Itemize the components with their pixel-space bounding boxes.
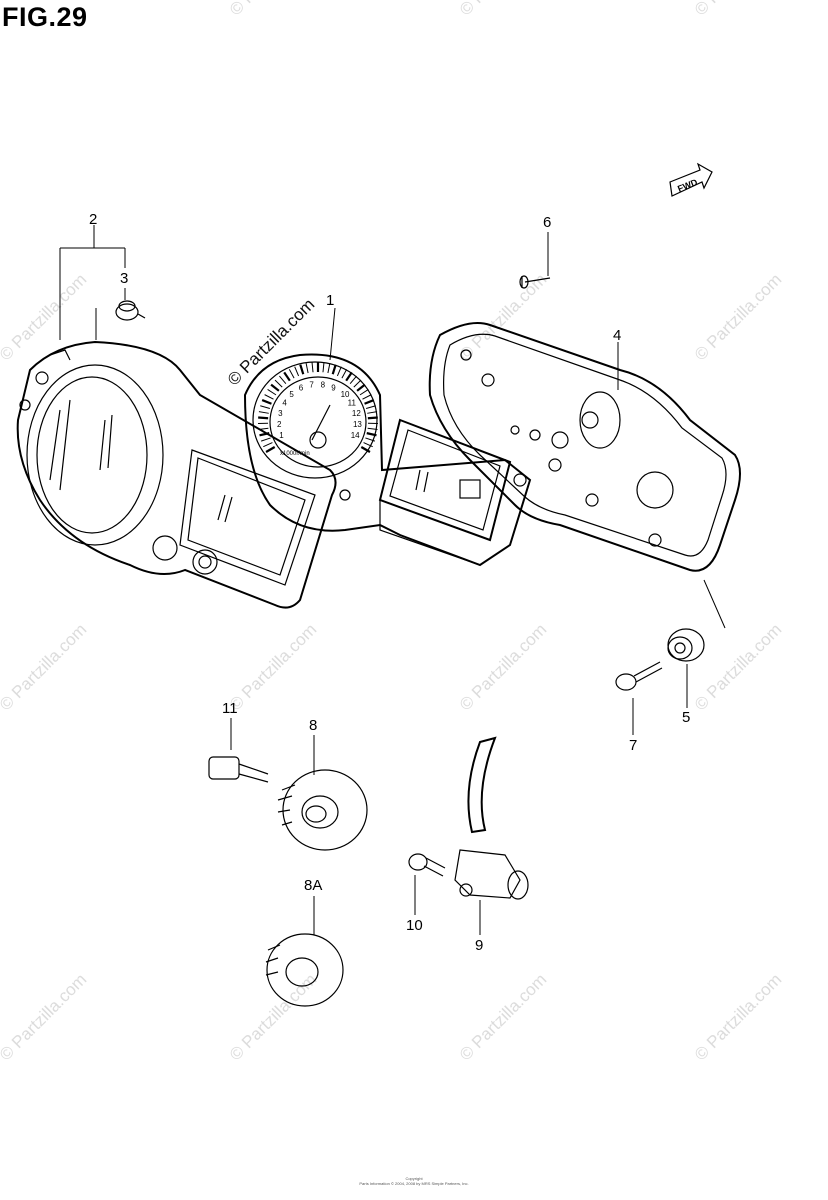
bolt-7 bbox=[615, 661, 663, 691]
gauge-tick bbox=[341, 369, 348, 379]
leader-lines bbox=[59, 225, 726, 935]
fwd-arrow-icon: FWD bbox=[669, 162, 713, 197]
callout-11[interactable]: 11 bbox=[222, 700, 238, 717]
gauge-tick bbox=[322, 362, 325, 373]
gauge-number: 4 bbox=[282, 399, 287, 408]
gauge-tick bbox=[260, 437, 271, 442]
gauge-tick bbox=[359, 389, 369, 396]
gauge-tick bbox=[274, 379, 283, 388]
callout-8a[interactable]: 8A bbox=[304, 877, 323, 894]
gauge-tick bbox=[353, 379, 362, 388]
gauge-number: 2 bbox=[277, 420, 282, 429]
gauge-tick bbox=[365, 437, 376, 442]
gauge-tick bbox=[305, 363, 309, 374]
gauge-number: 13 bbox=[353, 420, 362, 429]
gauge-tick bbox=[366, 432, 377, 437]
gauge-tick bbox=[267, 389, 277, 396]
callout-7[interactable]: 7 bbox=[629, 737, 638, 754]
callout-1[interactable]: 1 bbox=[326, 292, 335, 309]
callout-9[interactable]: 9 bbox=[475, 937, 484, 954]
gauge-number: 12 bbox=[352, 409, 361, 418]
bolt-10 bbox=[408, 853, 446, 877]
gauge-tick bbox=[258, 411, 269, 414]
grommet-3 bbox=[115, 300, 146, 321]
gauge-tick bbox=[260, 405, 271, 409]
gauge-tick bbox=[363, 442, 373, 448]
callout-8[interactable]: 8 bbox=[309, 717, 318, 734]
meter-case-back bbox=[428, 322, 741, 572]
gauge-number: 5 bbox=[289, 390, 294, 399]
gauge-tick bbox=[336, 366, 342, 377]
gauge-tick bbox=[261, 399, 272, 405]
gauge-number: 7 bbox=[309, 380, 314, 389]
gauge-tick bbox=[258, 427, 269, 430]
gauge-number: 11 bbox=[348, 399, 357, 408]
gauge-tick bbox=[288, 369, 295, 379]
meter-case-front bbox=[16, 340, 337, 609]
gauge-tick bbox=[364, 399, 375, 405]
figure-title: FIG.29 bbox=[2, 2, 88, 32]
gauge-tick bbox=[360, 446, 371, 453]
gauge-tick bbox=[349, 375, 357, 385]
cushion-5 bbox=[667, 628, 705, 662]
gauge-tick bbox=[264, 394, 274, 400]
gauge-tick bbox=[356, 383, 366, 392]
gauge-tick bbox=[367, 416, 378, 420]
callout-3[interactable]: 3 bbox=[120, 270, 129, 287]
bolt-11 bbox=[208, 756, 269, 783]
gauge-scale bbox=[258, 362, 378, 453]
gauge-tick bbox=[259, 432, 270, 437]
footer-line2: Parts Information © 2004, 2008 by MRS Si… bbox=[359, 1181, 469, 1186]
gauge-tick bbox=[299, 364, 305, 375]
gauge-unit-label: x1000r/min bbox=[280, 451, 310, 457]
gauge-tick bbox=[367, 427, 378, 430]
gauge-tick bbox=[258, 416, 269, 420]
gauge-tick bbox=[365, 405, 376, 409]
gauge-tick bbox=[367, 411, 378, 414]
gauge-number: 8 bbox=[321, 380, 326, 389]
gauge-number: 3 bbox=[278, 409, 283, 418]
gauge-tick bbox=[331, 364, 337, 375]
gauge-tick bbox=[345, 371, 353, 382]
callout-5[interactable]: 5 bbox=[682, 709, 691, 726]
gauge-tick bbox=[279, 375, 287, 385]
copyright-footer: Copyright Parts Information © 2004, 2008… bbox=[0, 1176, 828, 1186]
gear-8 bbox=[277, 769, 368, 851]
callout-6[interactable]: 6 bbox=[543, 214, 552, 231]
callout-10[interactable]: 10 bbox=[406, 917, 423, 934]
gauge-number: 10 bbox=[341, 390, 350, 399]
gauge-tick bbox=[362, 394, 372, 400]
gauge-tick bbox=[265, 446, 276, 453]
gauge-number: 9 bbox=[331, 384, 336, 393]
gear-8a bbox=[265, 933, 344, 1007]
gauge-tick bbox=[311, 362, 314, 373]
callout-4[interactable]: 4 bbox=[613, 327, 622, 344]
gauge-number: 6 bbox=[299, 384, 304, 393]
gauge-tick bbox=[263, 442, 273, 448]
callout-2[interactable]: 2 bbox=[89, 211, 98, 228]
footer-line1: Copyright bbox=[405, 1176, 423, 1181]
gauge-tick bbox=[294, 366, 300, 377]
gauge-tick bbox=[270, 383, 280, 392]
speed-sensor-9 bbox=[454, 736, 529, 900]
gauge-tick bbox=[327, 363, 331, 374]
gauge-tick bbox=[283, 371, 291, 382]
screw-6 bbox=[519, 275, 551, 289]
gauge-number: 1 bbox=[279, 431, 284, 440]
gauge-number: 14 bbox=[351, 431, 360, 440]
